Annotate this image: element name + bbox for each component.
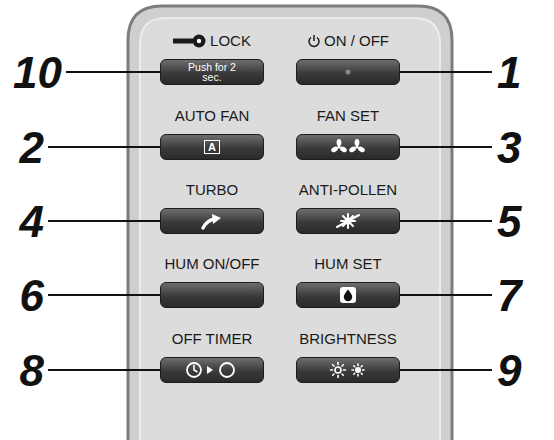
drop-icon-svg	[339, 286, 357, 304]
power-icon-svg	[307, 34, 321, 48]
button-heading-row: TURBO	[186, 181, 239, 199]
button-label: LOCK	[210, 32, 251, 50]
button-label: HUM SET	[314, 255, 382, 273]
leader-lines	[48, 72, 492, 370]
button-note: Push for 2 sec.	[182, 62, 242, 82]
button-heading-row: BRIGHTNESS	[299, 330, 397, 348]
auto-symbol: A	[204, 140, 220, 154]
button-key	[296, 59, 400, 85]
remote-button: HUM ON/OFF	[160, 255, 264, 308]
remote-button: ON / OFF	[296, 32, 400, 85]
button-label: OFF TIMER	[172, 330, 253, 348]
drop-icon	[339, 286, 357, 304]
callout-number: 8	[20, 349, 44, 393]
button-key: Push for 2 sec.	[160, 59, 264, 85]
callout-number: 6	[20, 274, 44, 318]
power-icon	[307, 34, 321, 48]
callout-number: 3	[497, 126, 521, 170]
button-label: FAN SET	[317, 107, 380, 125]
suns-icon-svg	[324, 360, 372, 380]
button-heading-row: HUM ON/OFF	[165, 255, 260, 273]
lock-icon	[173, 34, 207, 48]
dot-icon-svg	[344, 68, 352, 76]
button-label: BRIGHTNESS	[299, 330, 397, 348]
callout-number: 4	[20, 200, 44, 244]
button-heading-row: OFF TIMER	[172, 330, 253, 348]
callout-number: 2	[20, 126, 44, 170]
button-key	[160, 357, 264, 383]
fans-icon	[328, 138, 368, 156]
remote-button: OFF TIMER	[160, 330, 264, 383]
button-label: TURBO	[186, 181, 239, 199]
button-key	[296, 357, 400, 383]
button-key	[296, 134, 400, 160]
remote-button: ANTI-POLLEN	[296, 181, 400, 234]
pollen-icon-svg	[332, 211, 364, 231]
callout-number: 1	[497, 51, 521, 95]
button-heading-row: ON / OFF	[307, 32, 389, 50]
turbo-icon-svg	[197, 211, 227, 231]
button-key	[296, 208, 400, 234]
button-label: AUTO FAN	[175, 107, 250, 125]
button-heading-row: FAN SET	[317, 107, 380, 125]
remote-button: BRIGHTNESS	[296, 330, 400, 383]
button-key	[160, 282, 264, 308]
timer-icon	[184, 360, 240, 380]
remote-button: LOCK Push for 2 sec.	[160, 32, 264, 85]
remote-face	[140, 18, 440, 440]
button-label: HUM ON/OFF	[165, 255, 260, 273]
callout-number: 5	[497, 200, 521, 244]
callout-number: 10	[13, 51, 62, 95]
remote-button: HUM SET	[296, 255, 400, 308]
button-heading-row: LOCK	[173, 32, 251, 50]
button-label: ON / OFF	[324, 32, 389, 50]
timer-icon-svg	[184, 360, 240, 380]
button-heading-row: HUM SET	[314, 255, 382, 273]
button-key	[160, 208, 264, 234]
turbo-icon	[197, 211, 227, 231]
dot-icon	[344, 68, 352, 76]
remote-button: FAN SET	[296, 107, 400, 160]
button-label: ANTI-POLLEN	[299, 181, 397, 199]
remote-button: AUTO FAN A	[160, 107, 264, 160]
callout-number: 7	[497, 274, 521, 318]
button-key	[296, 282, 400, 308]
lock-icon-svg	[173, 34, 207, 48]
remote-button: TURBO	[160, 181, 264, 234]
pollen-icon	[332, 211, 364, 231]
fans-icon-svg	[328, 138, 368, 156]
button-heading-row: ANTI-POLLEN	[299, 181, 397, 199]
callout-number: 9	[497, 349, 521, 393]
suns-icon	[324, 360, 372, 380]
button-key: A	[160, 134, 264, 160]
button-heading-row: AUTO FAN	[175, 107, 250, 125]
